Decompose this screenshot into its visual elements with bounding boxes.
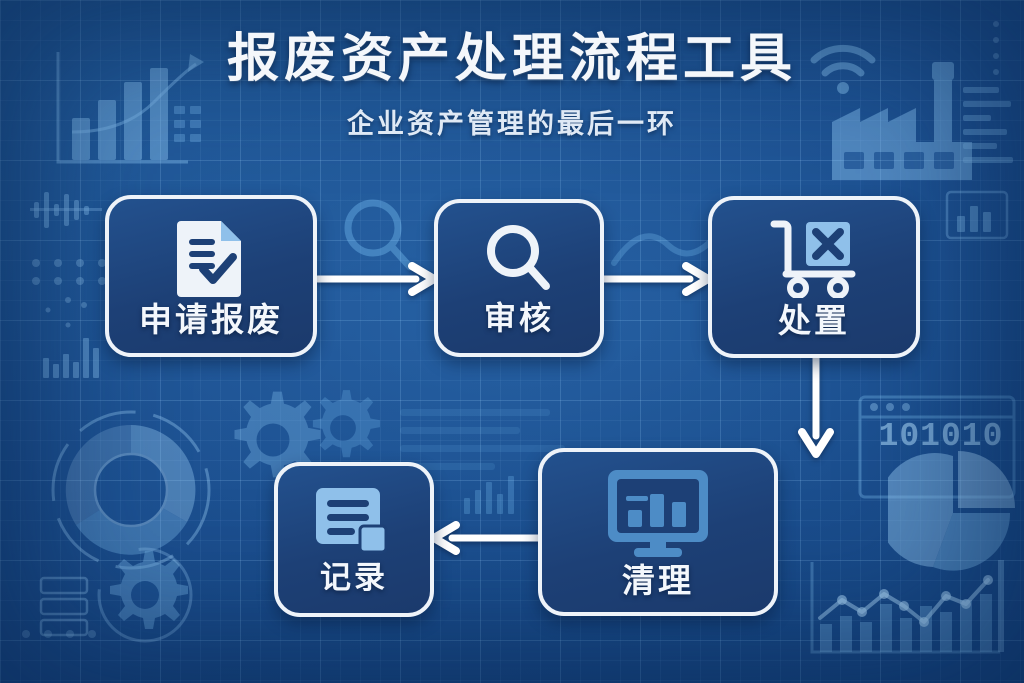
arrow-right-icon [602, 262, 714, 296]
dot-matrix-icon [18, 620, 118, 650]
flow-step-dispose[interactable]: 处置 [708, 196, 920, 358]
magnifier-icon [484, 222, 554, 296]
arrow-left-icon [430, 521, 542, 555]
flow-step-label: 申请报废 [139, 300, 283, 338]
donut-chart-icon [36, 395, 226, 585]
mini-bar-chart-icon [40, 330, 110, 380]
pie-chart-icon [888, 448, 1018, 578]
gear-icon [300, 385, 386, 471]
page-subtitle: 企业资产管理的最后一环 [347, 108, 677, 139]
flow-step-apply[interactable]: 申请报废 [105, 195, 317, 357]
mini-bar-chart-icon [945, 190, 1011, 242]
record-note-icon [314, 486, 394, 556]
flow-step-review[interactable]: 审核 [434, 199, 604, 357]
binary-text: 101010 [866, 418, 1016, 455]
flow-step-clean[interactable]: 清理 [538, 448, 778, 616]
flow-step-record[interactable]: 记录 [274, 462, 434, 617]
flow-step-label: 审核 [483, 300, 554, 336]
browser-window-icon [858, 395, 1018, 500]
flow-step-label: 记录 [320, 560, 388, 595]
binary-text-label: 101010 [878, 418, 1004, 455]
list-rows-icon [38, 575, 94, 645]
poster-header: 报废资产处理流程工具 企业资产管理的最后一环 [0, 30, 1024, 141]
line-bar-chart-icon [800, 556, 1015, 676]
flow-step-label: 处置 [778, 301, 850, 339]
mini-bar-chart-icon [462, 470, 522, 515]
document-check-icon [175, 217, 247, 297]
flow-step-label: 清理 [622, 561, 694, 599]
monitor-bar-chart-icon [606, 468, 710, 558]
gear-icon [95, 545, 195, 645]
waveform-icon [30, 190, 110, 230]
arrow-down-icon [798, 356, 834, 460]
arrow-right-icon [316, 262, 440, 296]
page-title: 报废资产处理流程工具 [226, 30, 797, 88]
cart-box-x-icon [768, 218, 860, 298]
